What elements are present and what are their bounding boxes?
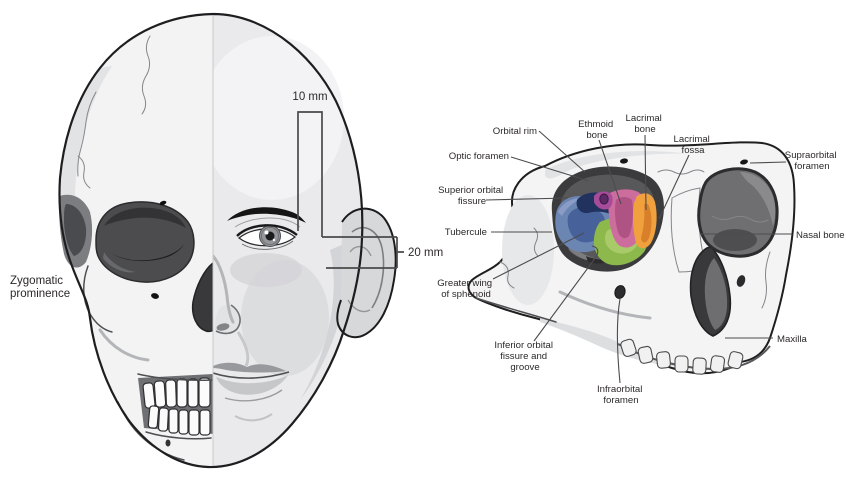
label-10mm: 10 mm <box>292 91 327 103</box>
head-outline <box>58 12 364 469</box>
leader-lines <box>485 130 792 384</box>
eye <box>234 217 301 250</box>
label-greater-wing-of-sphenoid: Greater wing of sphenoid <box>437 278 495 300</box>
label-optic-foramen: Optic foramen <box>449 151 509 162</box>
label-zygomatic-prominence: Zygomatic prominence <box>10 275 70 300</box>
orbital-bones-illustration: Orbital rim Optic foramen Superior orbit… <box>437 113 844 406</box>
label-infraorbital-foramen: Infraorbital foramen <box>597 384 645 406</box>
infraorbital-foramen-dot <box>614 285 626 299</box>
label-superior-orbital-fissure: Superior orbital fissure <box>438 185 506 207</box>
eyebrow <box>227 207 306 223</box>
orbital-colored-regions <box>555 189 657 266</box>
measurement-10mm: 10 mm <box>292 91 328 237</box>
half-skull-half-face-illustration: 10 mm 20 mm Zygomatic prominence <box>10 12 443 469</box>
nasal-aperture <box>191 262 213 333</box>
region-sphenoid-highlight <box>558 198 582 216</box>
zygomaticofacial-foramen-dot <box>736 275 746 287</box>
supraorbital-notch <box>159 200 167 206</box>
upper-teeth-oblique <box>617 338 771 375</box>
teeth-lower <box>147 405 211 436</box>
label-inferior-orbital-fissure: Inferior orbital fissure and groove <box>494 340 555 373</box>
region-ethmoid-shade <box>614 197 633 239</box>
infraorbital-foramen-left <box>151 293 159 299</box>
label-20mm: 20 mm <box>408 247 443 259</box>
label-ethmoid-bone: Ethmoid bone <box>578 119 616 141</box>
temple-shading <box>502 195 554 305</box>
ear <box>336 207 397 339</box>
supraorbital-notch-left-orbit <box>620 158 628 164</box>
label-supraorbital-foramen: Supraorbital foramen <box>785 150 839 172</box>
label-lacrimal-fossa: Lacrimal fossa <box>674 134 713 156</box>
right-orbit <box>697 167 779 258</box>
label-tubercule: Tubercule <box>445 227 487 238</box>
label-orbital-rim: Orbital rim <box>493 126 537 137</box>
label-nasal-bone: Nasal bone <box>796 230 845 241</box>
supraorbital-foramen-dot <box>740 159 748 165</box>
region-lacrimal-shade <box>641 204 652 243</box>
region-optic-foramen <box>599 193 609 205</box>
label-maxilla: Maxilla <box>777 334 808 345</box>
label-lacrimal-bone: Lacrimal bone <box>626 113 665 135</box>
skull-half <box>59 35 213 461</box>
lips <box>213 362 290 402</box>
mental-foramen <box>165 439 171 447</box>
measurement-20mm: 20 mm <box>322 236 443 269</box>
skull-orbit <box>95 201 195 283</box>
